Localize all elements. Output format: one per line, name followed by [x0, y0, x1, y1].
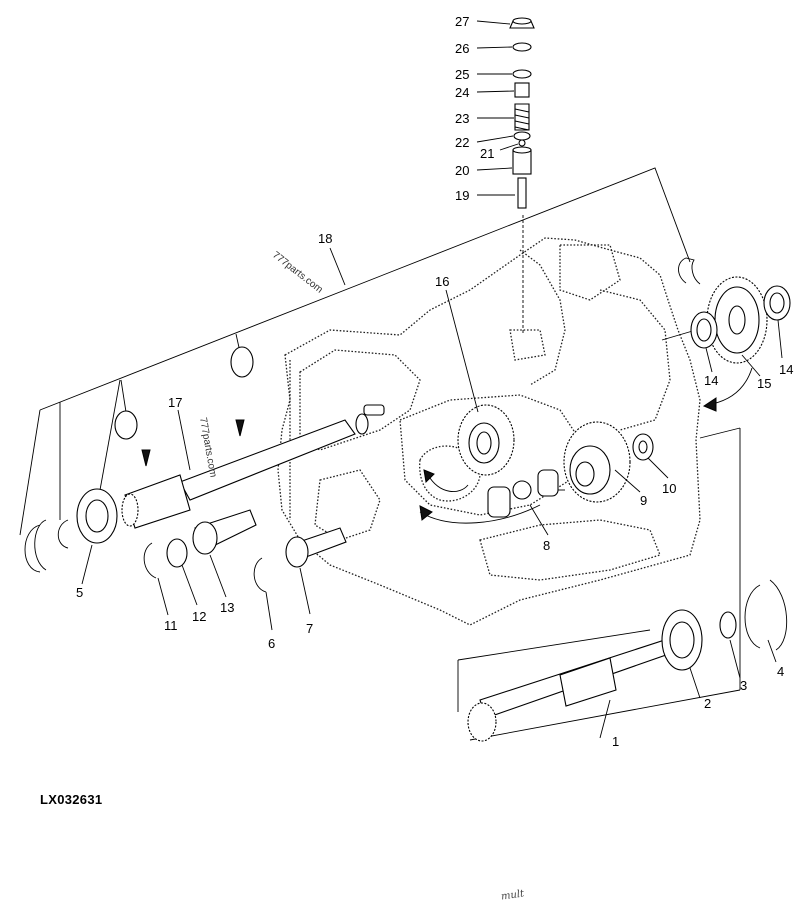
callout-18: 18: [318, 231, 332, 246]
callout-1: 1: [612, 734, 619, 749]
valve-stack: [509, 17, 535, 209]
roller-8b: [537, 469, 559, 497]
callout-4: 4: [777, 664, 784, 679]
callout-2: 2: [704, 696, 711, 711]
ball-21: [518, 139, 526, 147]
ring-12: [166, 538, 188, 568]
washer-26: [512, 42, 532, 52]
callout-26: 26: [455, 41, 469, 56]
callout-5: 5: [76, 585, 83, 600]
callout-13: 13: [220, 600, 234, 615]
callout-25: 25: [455, 67, 469, 82]
plug-24: [514, 82, 530, 98]
callout-17: 17: [168, 395, 182, 410]
callout-15: 15: [757, 376, 771, 391]
callout-24: 24: [455, 85, 469, 100]
ring-3: [719, 611, 737, 639]
rotation-arrows: [419, 367, 753, 524]
callout-14a: 14: [704, 373, 718, 388]
snap-ring-4: [744, 579, 788, 651]
sleeve-20: [512, 149, 532, 175]
snap-ring-11: [143, 542, 157, 579]
callout-7: 7: [306, 621, 313, 636]
callout-8: 8: [543, 538, 550, 553]
output-shaft: [467, 579, 788, 742]
callouts: 1 2 3 4 5 6 7 8 9 10 11 12 13 14 14 15 1…: [76, 14, 793, 749]
callout-6: 6: [268, 636, 275, 651]
snap-ring-6: [253, 557, 267, 593]
input-shaft: [24, 346, 385, 593]
watermark-left: 777parts.com: [197, 417, 218, 479]
callout-27: 27: [455, 14, 469, 29]
callout-9: 9: [640, 493, 647, 508]
callout-12: 12: [192, 609, 206, 624]
callout-19: 19: [455, 188, 469, 203]
callout-20: 20: [455, 163, 469, 178]
callout-21: 21: [480, 146, 494, 161]
callout-10: 10: [662, 481, 676, 496]
callout-23: 23: [455, 111, 469, 126]
callout-3: 3: [740, 678, 747, 693]
seal-ring-a: [114, 410, 138, 440]
callout-11: 11: [164, 618, 178, 633]
gears: [457, 257, 791, 518]
reference-lines: [19, 167, 741, 741]
ring-8: [512, 480, 532, 500]
figure-code: LX032631: [40, 792, 103, 807]
callout-16: 16: [435, 274, 449, 289]
watermark-top: 777parts.com: [270, 250, 325, 296]
seal-ring-b: [230, 346, 254, 378]
ring-25: [512, 69, 532, 79]
shaft-17: [179, 419, 356, 501]
pin-19: [517, 177, 527, 209]
washer-22: [513, 131, 531, 141]
callout-22: 22: [455, 135, 469, 150]
callout-14b: 14: [779, 362, 793, 377]
spring-23: [514, 103, 530, 131]
roller-8a: [487, 486, 511, 518]
